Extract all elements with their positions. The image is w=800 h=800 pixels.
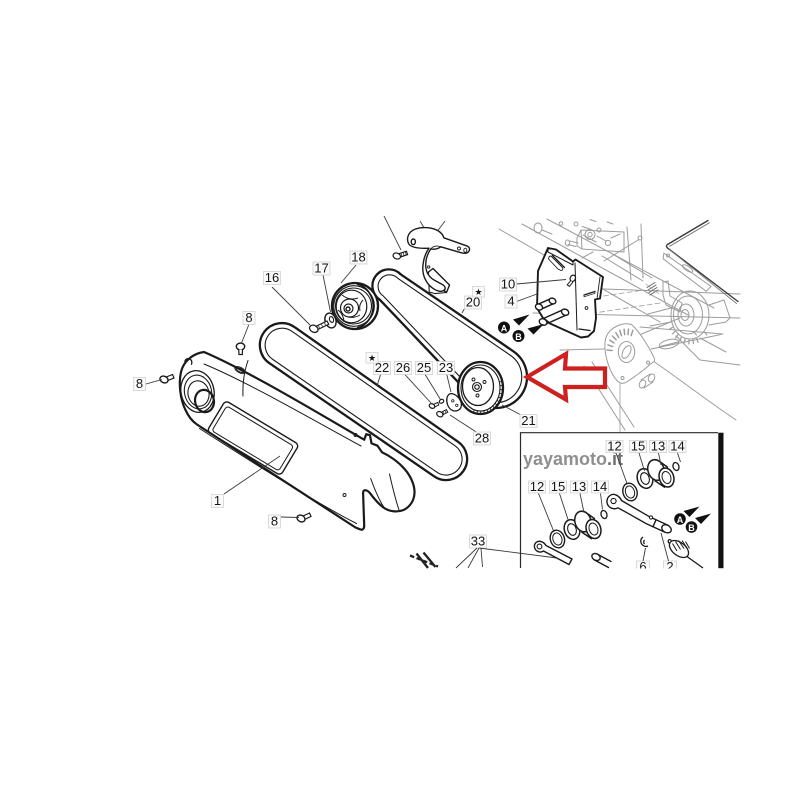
svg-text:B: B: [515, 332, 522, 342]
svg-text:12: 12: [530, 479, 544, 494]
svg-text:2: 2: [666, 559, 673, 574]
svg-text:4: 4: [507, 294, 514, 309]
svg-text:14: 14: [593, 479, 607, 494]
svg-text:28: 28: [475, 431, 489, 446]
svg-text:15: 15: [631, 439, 645, 454]
svg-text:8: 8: [136, 376, 143, 391]
svg-text:22: 22: [375, 360, 389, 375]
svg-text:yayamoto.it: yayamoto.it: [523, 449, 623, 469]
svg-text:20: 20: [466, 295, 480, 310]
svg-text:25: 25: [417, 360, 431, 375]
svg-text:A: A: [501, 324, 508, 334]
svg-text:16: 16: [265, 270, 279, 285]
svg-text:14: 14: [670, 439, 684, 454]
svg-text:17: 17: [314, 261, 328, 276]
svg-text:B: B: [688, 523, 695, 533]
svg-text:10: 10: [501, 277, 515, 292]
svg-text:33: 33: [471, 534, 485, 549]
svg-text:8: 8: [245, 310, 252, 325]
svg-text:21: 21: [521, 413, 535, 428]
svg-text:13: 13: [572, 479, 586, 494]
svg-text:6: 6: [639, 559, 646, 574]
svg-text:23: 23: [439, 360, 453, 375]
svg-text:18: 18: [351, 250, 365, 265]
svg-text:15: 15: [551, 479, 565, 494]
svg-text:A: A: [677, 515, 684, 525]
svg-text:8: 8: [271, 514, 278, 529]
svg-text:13: 13: [651, 439, 665, 454]
svg-text:12: 12: [607, 439, 621, 454]
svg-text:★: ★: [474, 287, 482, 297]
svg-text:26: 26: [396, 360, 410, 375]
svg-text:★: ★: [368, 353, 376, 363]
svg-text:1: 1: [214, 493, 221, 508]
